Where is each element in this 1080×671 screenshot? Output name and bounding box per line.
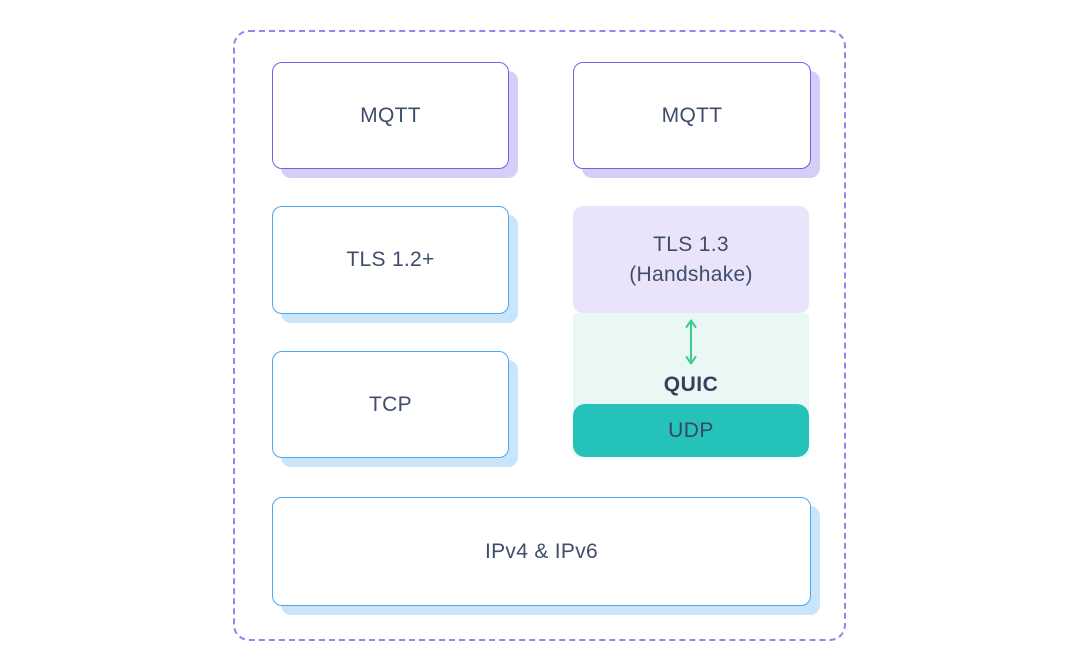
box-mqtt-right: MQTT (573, 62, 811, 169)
quic-label: QUIC (663, 373, 719, 396)
vertical-double-arrow-icon (684, 319, 698, 365)
box-mqtt-left-label: MQTT (360, 103, 421, 127)
box-quic-region: QUIC UDP (573, 313, 809, 457)
box-ipv4-ipv6: IPv4 & IPv6 (272, 497, 811, 606)
box-tls13-line2: (Handshake) (629, 262, 753, 286)
box-mqtt-left: MQTT (272, 62, 509, 169)
box-tls13-line1: TLS 1.3 (653, 232, 729, 256)
dashed-frame (233, 30, 846, 641)
box-tls13-handshake: TLS 1.3 (Handshake) (573, 206, 809, 313)
box-tcp: TCP (272, 351, 509, 458)
box-ipv4-ipv6-label: IPv4 & IPv6 (484, 539, 599, 563)
box-tcp-label: TCP (369, 392, 412, 416)
box-udp: UDP (573, 404, 809, 457)
box-tls12: TLS 1.2+ (272, 206, 509, 314)
box-mqtt-right-label: MQTT (661, 103, 723, 127)
box-tls12-label: TLS 1.2+ (346, 248, 435, 271)
box-udp-label: UDP (668, 418, 714, 442)
